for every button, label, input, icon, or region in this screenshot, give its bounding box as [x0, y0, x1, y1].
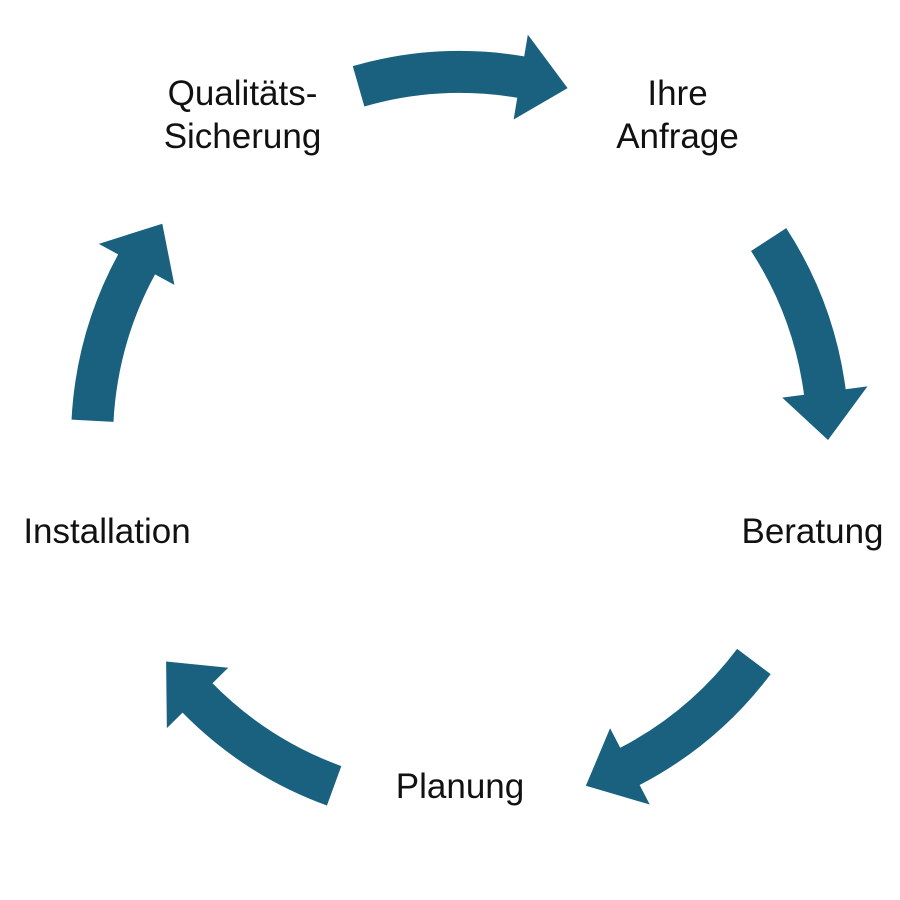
step-label-line: Installation [23, 512, 191, 551]
step-label-installation: Installation [2, 510, 212, 553]
step-label-line: Sicherung [163, 117, 322, 156]
curved-arrow-icon [585, 648, 771, 805]
step-label-line: Planung [395, 767, 525, 806]
step-label-qualitaets-sicherung: Qualitäts- Sicherung [140, 72, 345, 158]
step-label-planung: Planung [375, 765, 545, 808]
curved-arrow-icon [751, 228, 868, 440]
step-label-line: Qualitäts- [167, 74, 318, 113]
step-label-beratung: Beratung [725, 510, 900, 553]
curved-arrow-icon [352, 34, 568, 120]
step-label-line: Ihre [647, 74, 708, 113]
curved-arrow-icon [71, 223, 175, 422]
step-label-line: Beratung [741, 512, 884, 551]
step-label-line: Anfrage [616, 117, 739, 156]
curved-arrow-icon [166, 661, 342, 806]
step-label-ihre-anfrage: Ihre Anfrage [600, 72, 755, 158]
